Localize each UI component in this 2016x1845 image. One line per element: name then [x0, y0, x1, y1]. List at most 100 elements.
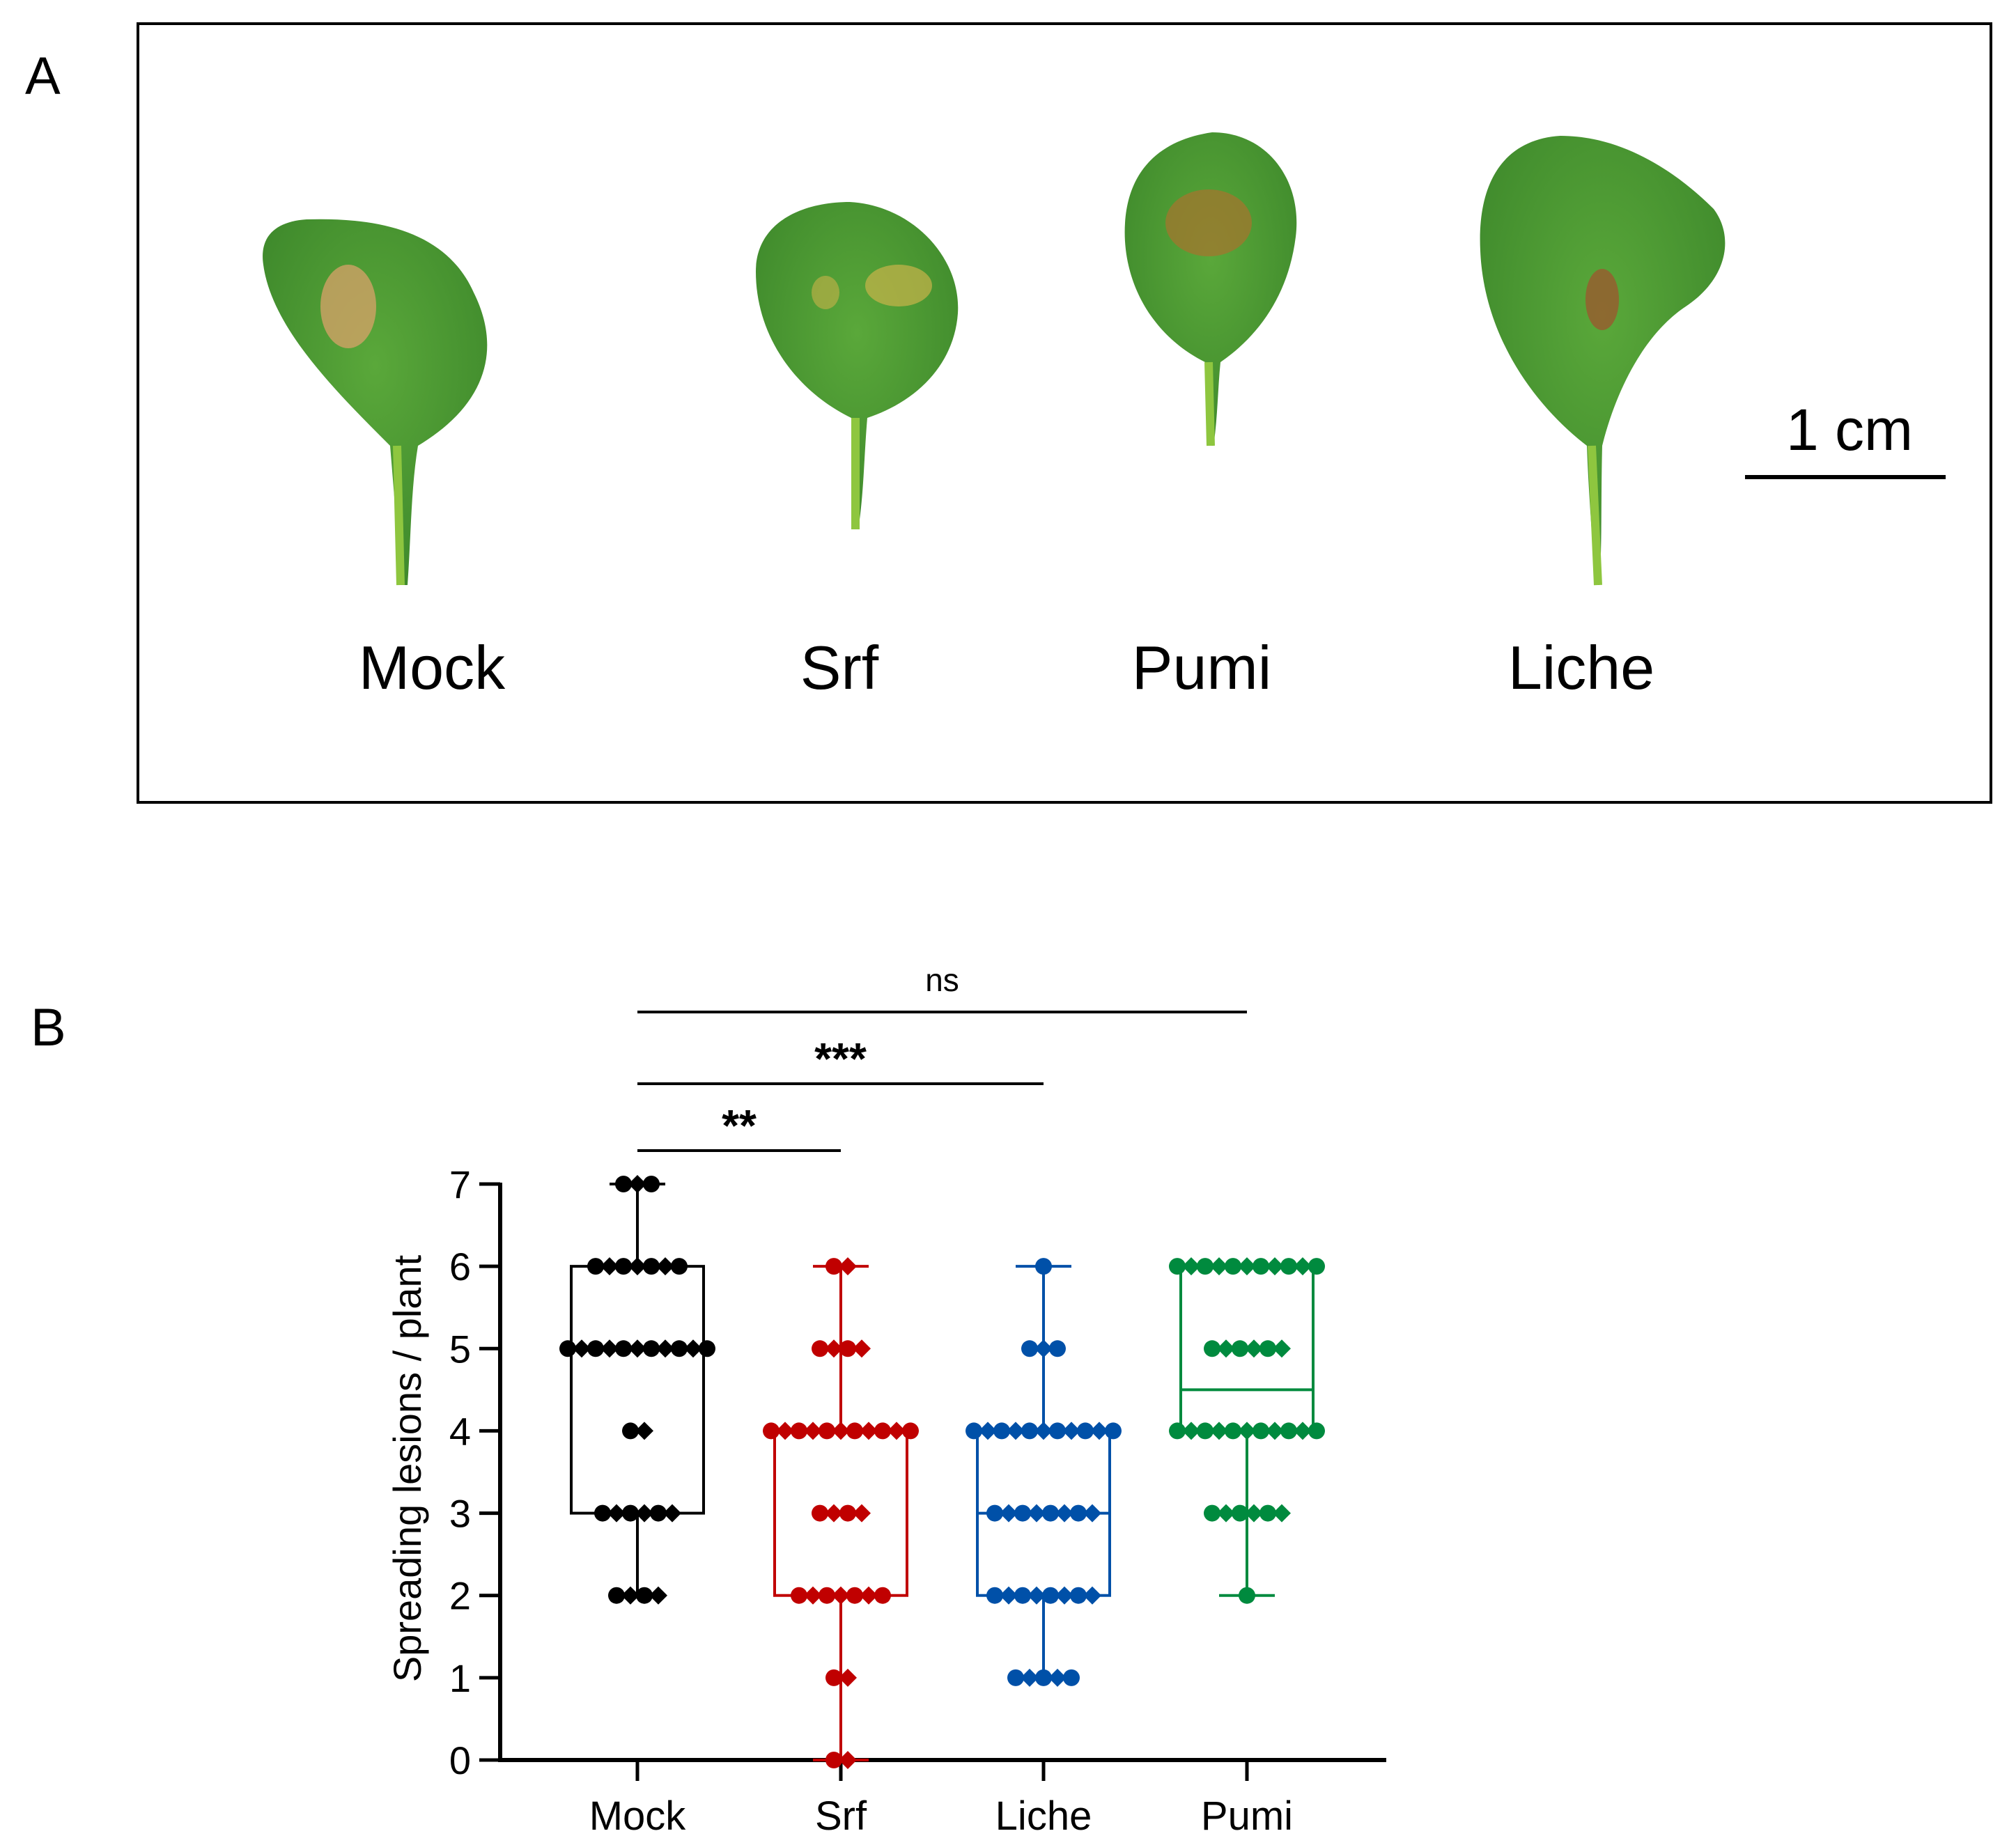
data-point-circle — [874, 1587, 891, 1604]
data-point-circle — [1014, 1587, 1031, 1604]
data-point-circle — [763, 1422, 780, 1440]
data-point-diamond — [1273, 1339, 1291, 1358]
x-tick-label: Pumi — [1201, 1793, 1293, 1839]
x-tick-label: Liche — [995, 1793, 1092, 1839]
data-point-circle — [1021, 1422, 1038, 1440]
data-point-diamond — [825, 1504, 843, 1523]
data-point-diamond — [1217, 1339, 1235, 1358]
data-point-circle — [812, 1340, 828, 1357]
data-point-diamond — [1021, 1668, 1039, 1687]
data-point-circle — [1280, 1422, 1297, 1440]
data-point-circle — [1253, 1422, 1269, 1440]
data-point-diamond — [600, 1257, 619, 1276]
data-point-circle — [699, 1340, 715, 1357]
data-point-diamond — [628, 1257, 646, 1276]
data-point-circle — [1204, 1504, 1220, 1522]
data-point-circle — [1197, 1422, 1214, 1440]
data-point-diamond — [635, 1504, 653, 1523]
y-tick-label: 0 — [449, 1738, 471, 1782]
data-point-circle — [650, 1504, 667, 1522]
data-point-diamond — [1028, 1504, 1046, 1523]
data-point-circle — [1308, 1258, 1325, 1275]
data-point-circle — [1232, 1504, 1248, 1522]
data-point-circle — [636, 1587, 653, 1604]
data-point-diamond — [621, 1586, 639, 1605]
data-point-circle — [671, 1340, 688, 1357]
data-point-diamond — [839, 1751, 857, 1769]
data-point-circle — [594, 1504, 611, 1522]
data-point-circle — [791, 1422, 807, 1440]
data-point-diamond — [1266, 1257, 1284, 1276]
data-point-circle — [812, 1504, 828, 1522]
data-point-circle — [615, 1176, 632, 1192]
data-point-diamond — [1238, 1422, 1256, 1440]
leaf-photo-illustration — [263, 132, 1726, 586]
leaf-label-pumi: Pumi — [1131, 633, 1272, 702]
data-point-circle — [1197, 1258, 1214, 1275]
data-point-diamond — [1090, 1422, 1108, 1440]
box-iqr — [570, 1265, 705, 1515]
data-point-diamond — [1245, 1504, 1263, 1523]
data-point-circle — [559, 1340, 576, 1357]
data-point-circle — [993, 1422, 1010, 1440]
data-point-diamond — [1048, 1668, 1067, 1687]
data-point-circle — [1077, 1422, 1094, 1440]
data-point-diamond — [1245, 1339, 1263, 1358]
data-point-diamond — [1182, 1257, 1200, 1276]
data-point-diamond — [1238, 1257, 1256, 1276]
data-point-diamond — [1217, 1504, 1235, 1523]
data-point-circle — [819, 1422, 835, 1440]
data-point-diamond — [607, 1504, 626, 1523]
y-tick-label: 3 — [449, 1492, 471, 1536]
data-point-circle — [902, 1422, 919, 1440]
data-point-circle — [1169, 1258, 1186, 1275]
data-point-diamond — [1273, 1504, 1291, 1523]
data-point-circle — [966, 1422, 982, 1440]
data-point-circle — [846, 1587, 863, 1604]
data-point-circle — [1070, 1504, 1087, 1522]
data-point-diamond — [804, 1586, 822, 1605]
data-point-diamond — [887, 1422, 906, 1440]
data-point-diamond — [628, 1175, 646, 1193]
data-point-circle — [1007, 1669, 1024, 1686]
x-tick-label: Mock — [589, 1793, 687, 1839]
data-point-circle — [587, 1258, 604, 1275]
data-point-diamond — [1182, 1422, 1200, 1440]
data-point-circle — [587, 1340, 604, 1357]
data-point-diamond — [628, 1339, 646, 1358]
data-point-diamond — [573, 1339, 591, 1358]
data-point-diamond — [839, 1668, 857, 1687]
data-point-diamond — [860, 1586, 878, 1605]
data-point-diamond — [979, 1422, 997, 1440]
data-point-circle — [1225, 1258, 1241, 1275]
data-point-circle — [1259, 1504, 1276, 1522]
data-point-diamond — [1210, 1422, 1228, 1440]
data-point-diamond — [1000, 1504, 1018, 1523]
panel-b-label: B — [31, 998, 66, 1057]
data-point-circle — [1049, 1422, 1066, 1440]
data-point-circle — [1232, 1340, 1248, 1357]
y-tick-label: 6 — [449, 1245, 471, 1289]
data-point-diamond — [853, 1504, 871, 1523]
data-point-circle — [1063, 1669, 1080, 1686]
scale-bar-label: 1 cm — [1785, 397, 1914, 462]
y-tick-label: 4 — [449, 1409, 471, 1453]
leaf-liche — [1480, 136, 1726, 586]
data-point-circle — [986, 1504, 1003, 1522]
data-point-diamond — [853, 1339, 871, 1358]
data-point-diamond — [1007, 1422, 1025, 1440]
data-point-diamond — [1055, 1504, 1073, 1523]
data-point-circle — [1042, 1587, 1059, 1604]
data-point-diamond — [1062, 1422, 1080, 1440]
data-point-circle — [643, 1176, 660, 1192]
y-tick-label: 7 — [449, 1162, 471, 1206]
panel-a-label: A — [25, 47, 61, 106]
data-point-diamond — [635, 1422, 653, 1440]
significance-label: ** — [722, 1100, 757, 1151]
leaf-srf — [756, 202, 959, 529]
data-point-circle — [874, 1422, 891, 1440]
data-point-diamond — [656, 1339, 674, 1358]
data-point-diamond — [656, 1257, 674, 1276]
data-point-circle — [819, 1587, 835, 1604]
